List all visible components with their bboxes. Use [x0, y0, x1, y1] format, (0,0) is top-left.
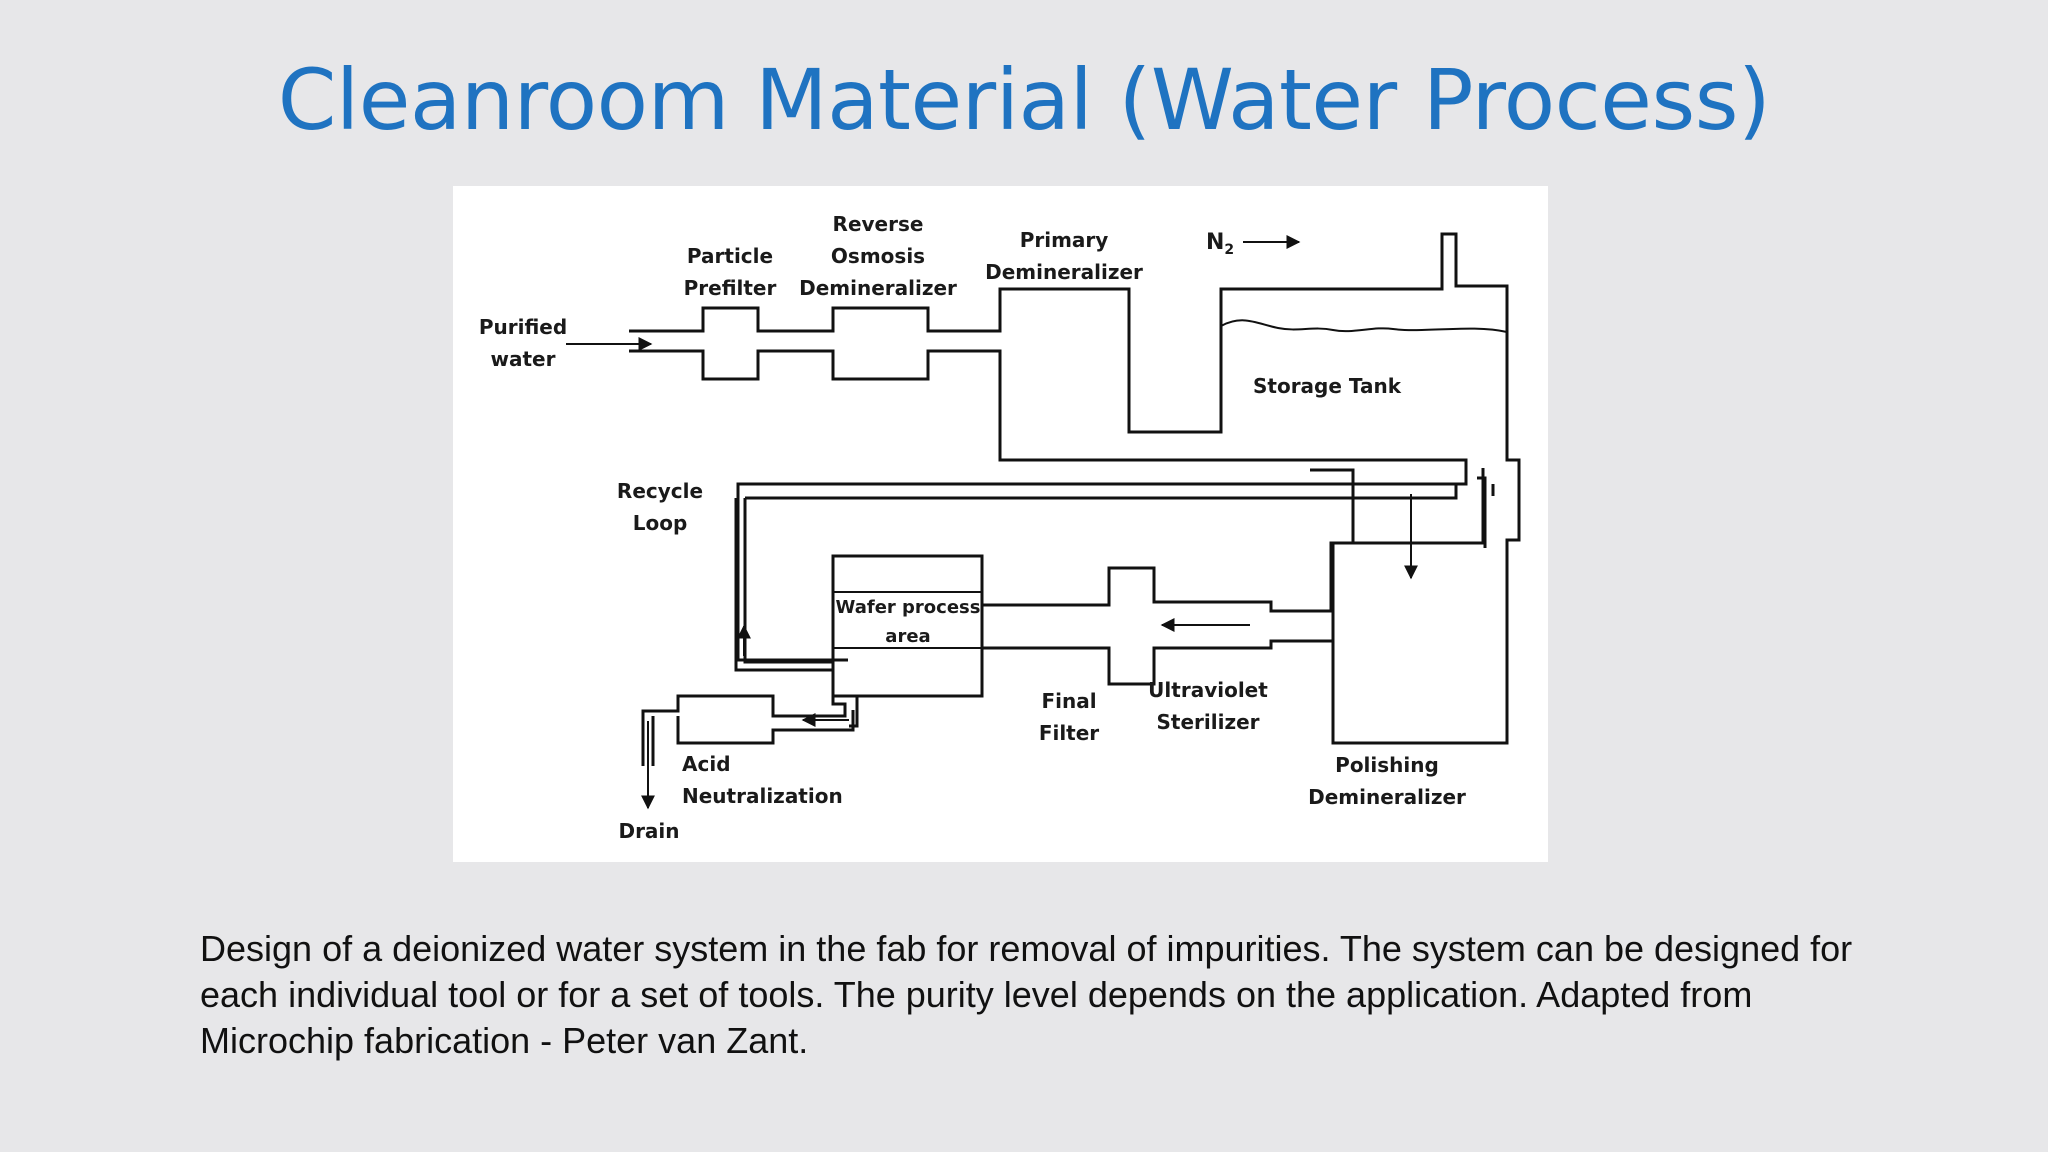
drain-label: Drain [618, 819, 679, 843]
wafer-process-label-2: area [885, 626, 930, 647]
recycle-return-inner [743, 484, 1458, 664]
wafer-process-label-1: Wafer process [836, 597, 981, 618]
recycle-loop-label-1: Recycle [617, 479, 703, 503]
polishing-demineralizer-label-1: Polishing [1335, 753, 1439, 777]
wafer-area-lines [833, 591, 982, 649]
caption-line: Microchip fabrication - Peter van Zant. [200, 1020, 809, 1061]
diagram-canvas: Purified water Particle Prefilter Revers… [479, 212, 1521, 843]
caption-line: Design of a deionized water system in th… [200, 928, 1853, 969]
recycle-loop-label-2: Loop [633, 511, 688, 535]
purified-water-label-2: water [491, 347, 556, 371]
acid-neutralization-block [651, 696, 859, 766]
tank-water-surface [1220, 319, 1508, 333]
wafer-process-area-box [831, 554, 984, 698]
purified-water-label-1: Purified [479, 315, 567, 339]
particle-prefilter-label-2: Prefilter [684, 276, 777, 300]
acid-neutralization-label-1: Acid [682, 752, 731, 776]
caption-line: each individual tool or for a set of too… [200, 974, 1753, 1015]
recycle-loop-inner [1453, 458, 1487, 548]
inlet-pipe-top [629, 232, 1521, 745]
primary-demineralizer-label-2: Demineralizer [985, 260, 1143, 284]
primary-demineralizer-label-1: Primary [1020, 228, 1109, 252]
particle-prefilter-label-1: Particle [687, 244, 773, 268]
n2-label: N2 [1206, 230, 1234, 258]
uv-sterilizer-label-2: Sterilizer [1156, 710, 1259, 734]
drain-pipe [641, 670, 847, 766]
uv-sterilizer-label-1: Ultraviolet [1148, 678, 1268, 702]
reverse-osmosis-label-3: Demineralizer [799, 276, 957, 300]
slide-title: Cleanroom Material (Water Process) [277, 51, 1771, 149]
recycle-return-outer [734, 484, 1495, 672]
reverse-osmosis-label-1: Reverse [833, 212, 924, 236]
storage-tank-label: Storage Tank [1253, 374, 1402, 398]
acid-neutralization-label-2: Neutralization [682, 784, 843, 808]
water-system-diagram: Purified water Particle Prefilter Revers… [453, 186, 1548, 862]
final-filter-label-1: Final [1041, 689, 1096, 713]
inlet-pipe-bottom [629, 349, 1468, 662]
polishing-demineralizer-label-2: Demineralizer [1308, 785, 1466, 809]
reverse-osmosis-label-2: Osmosis [831, 244, 925, 268]
slide-caption: Design of a deionized water system in th… [200, 926, 1980, 1064]
final-filter-label-2: Filter [1039, 721, 1099, 745]
